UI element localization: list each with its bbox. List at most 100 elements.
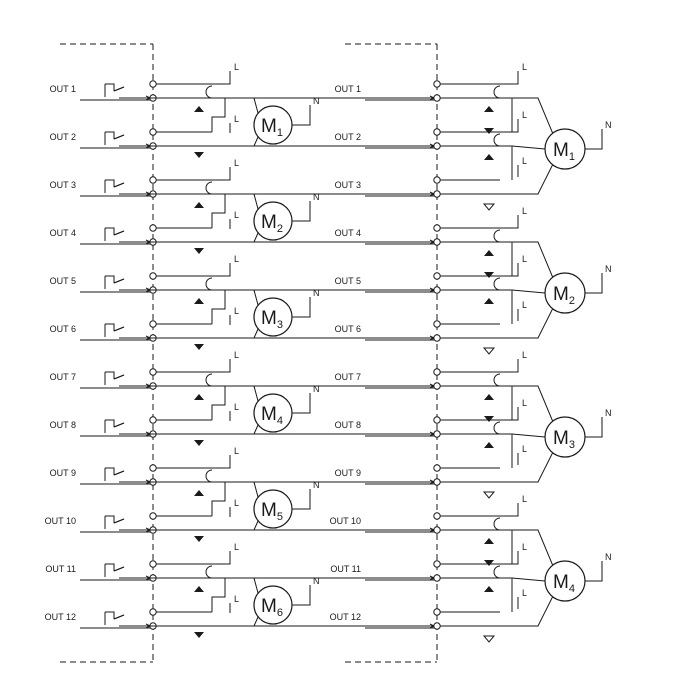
terminal-node [433, 478, 441, 486]
output-label: OUT 7 [50, 372, 76, 382]
terminal-node [433, 80, 441, 88]
neutral-wire [585, 561, 603, 582]
relay-switch-contact [113, 182, 125, 188]
down-arrow-icon [194, 440, 204, 446]
motor-letter: M [261, 116, 277, 137]
line-feed [212, 71, 231, 85]
line-feed [212, 167, 231, 181]
terminal-node [433, 464, 441, 472]
relay-switch-common [105, 419, 115, 427]
motor-lead [212, 289, 259, 306]
terminal-node [433, 142, 441, 150]
motor-circle [544, 272, 586, 314]
wire-crossover [493, 421, 501, 435]
motor-letter: M [553, 140, 569, 161]
motor-index: 4 [569, 583, 575, 595]
motor-index: 2 [277, 223, 283, 235]
terminal-node [433, 320, 441, 328]
wire [211, 98, 226, 132]
line-terminal-label: L [234, 350, 239, 360]
terminal-node [149, 608, 157, 616]
neutral-wire [292, 297, 311, 318]
relay-switch-common [105, 131, 115, 139]
terminal-node [433, 430, 441, 438]
terminal-node [433, 190, 441, 198]
output-label: OUT 2 [335, 132, 361, 142]
output-label: OUT 10 [45, 516, 76, 526]
relay-switch-common [105, 275, 115, 283]
relay-switch-common [105, 275, 115, 283]
motor-label: M4 [261, 404, 283, 427]
down-arrow-outline-icon [482, 491, 496, 499]
output-label: OUT 8 [335, 420, 361, 430]
down-arrow-icon [484, 128, 494, 134]
relay-switch-common [105, 323, 115, 331]
output-label: OUT 11 [45, 564, 76, 574]
motor-lead [511, 577, 546, 582]
relay-switch-contact [113, 230, 125, 236]
terminal-node [149, 560, 157, 568]
wire-crossover [493, 517, 501, 531]
wire-crossover [205, 277, 213, 291]
terminal-node [433, 512, 441, 520]
output-label: OUT 9 [335, 468, 361, 478]
neutral-terminal-label: N [313, 288, 320, 298]
motor-letter: M [553, 428, 569, 449]
motor-circle [544, 416, 586, 458]
neutral-wire [585, 417, 603, 438]
line-terminal-label: L [522, 62, 527, 72]
motor-lead [253, 328, 259, 339]
neutral-terminal-label: N [313, 576, 320, 586]
relay-switch-contact [113, 374, 125, 380]
motor-label: M5 [261, 500, 283, 523]
output-label: OUT 11 [330, 564, 361, 574]
output-label: OUT 3 [335, 180, 361, 190]
relay-switch-contact [113, 470, 125, 476]
line-terminal-label: L [234, 402, 239, 412]
terminal-node [433, 574, 441, 582]
line-terminal-label: L [522, 350, 527, 360]
down-arrow-icon [484, 272, 494, 278]
relay-switch-common [105, 371, 115, 379]
motor-label: M4 [553, 572, 575, 595]
wire [500, 241, 513, 276]
line-feed [212, 263, 231, 277]
up-arrow-icon [194, 202, 204, 208]
neutral-terminal-label: N [605, 264, 612, 274]
wire [211, 386, 226, 420]
up-arrow-icon [194, 106, 204, 112]
relay-switch-common [105, 179, 115, 187]
output-label: OUT 1 [50, 84, 76, 94]
motor-label: M3 [261, 308, 283, 331]
wire-crossover [493, 565, 501, 579]
motor-index: 5 [277, 511, 283, 523]
neutral-terminal-label: N [605, 552, 612, 562]
motor-lead [212, 481, 259, 498]
motor-circle [544, 560, 586, 602]
neutral-terminal-label: N [605, 408, 612, 418]
output-label: OUT 2 [50, 132, 76, 142]
motor-letter: M [261, 404, 277, 425]
wire-crossover [205, 469, 213, 483]
relay-switch-common [105, 323, 115, 331]
wire [500, 529, 513, 564]
motor-circle [253, 297, 293, 337]
line-terminal-label: L [522, 588, 527, 598]
motor-letter: M [261, 596, 277, 617]
motor-lead [253, 136, 259, 147]
line-feed [212, 359, 231, 373]
motor-lead [511, 289, 546, 294]
relay-switch-contact [113, 518, 125, 524]
up-arrow-icon [484, 394, 494, 400]
terminal-node [149, 464, 157, 472]
motor-lead [500, 241, 554, 279]
line-feed [500, 551, 519, 565]
down-arrow-icon [484, 416, 494, 422]
relay-switch-common [105, 131, 115, 139]
motor-index: 4 [277, 415, 283, 427]
motor-lead [511, 145, 546, 150]
